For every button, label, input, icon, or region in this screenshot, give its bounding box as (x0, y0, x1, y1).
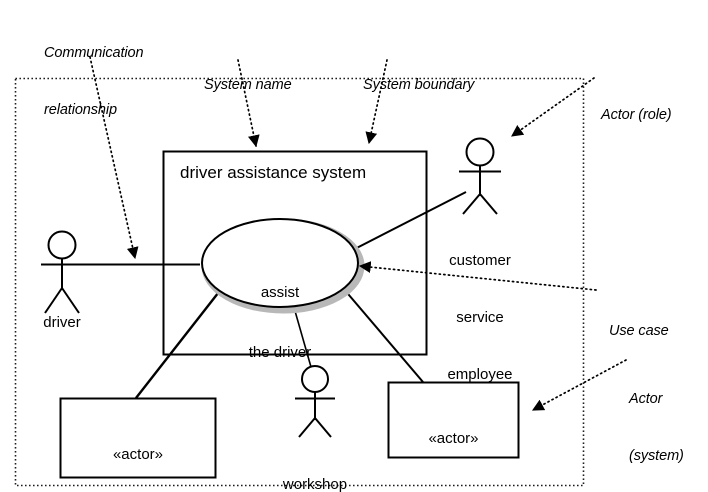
annotation-actor-system: Actor (system) (629, 352, 684, 492)
association-communication-system-usecase (135, 287, 223, 399)
actor-communication-system-stereotype: «actor» (112, 446, 164, 463)
annotation-communication-relationship-line2: relationship (44, 102, 117, 118)
association-customer-service-usecase (342, 191, 467, 256)
use-case-label: assist the driver (220, 243, 340, 403)
actor-customer-service-employee-label-line1: customer (449, 252, 511, 269)
annotation-actor-role-line1: Actor (role) (601, 107, 672, 123)
use-case-label-line1: assist (260, 284, 300, 301)
system-name-label: driver assistance system (180, 163, 367, 182)
annotation-system-name: System name (204, 38, 292, 133)
actor-information-server-stereotype: «actor» (428, 430, 479, 447)
annotation-system-name-line1: System name (204, 77, 292, 93)
actor-information-server-label: «actor» information server (389, 389, 518, 492)
actor-customer-service-employee-label: customer service employee (432, 213, 528, 422)
annotation-actor-role: Actor (role) (601, 68, 672, 163)
annotation-system-boundary: System boundary (363, 38, 474, 133)
leader-communication-relationship (89, 56, 139, 260)
annotation-communication-relationship-line1: Communication (44, 45, 144, 61)
system-boundary-frame (14, 77, 585, 487)
actor-workshop-employee-label: workshop employee (267, 437, 363, 492)
actor-driver-label: driver (43, 314, 81, 331)
actor-workshop-employee-label-line1: workshop (282, 476, 348, 492)
use-case-ellipse (201, 218, 359, 308)
leader-use-case (358, 261, 597, 291)
actor-communication-system-box (59, 397, 217, 479)
association-information-server-usecase (336, 280, 424, 383)
actor-driver-figure (41, 230, 83, 314)
leader-system-name (237, 59, 260, 148)
leader-actor-role (511, 77, 595, 137)
actor-communication-system-label: «actor» communication system (61, 405, 215, 492)
actor-workshop-employee-figure (295, 365, 335, 438)
use-case-label-line2: the driver (248, 344, 312, 361)
leader-system-boundary (365, 59, 388, 145)
annotation-actor-system-line2: (system) (629, 448, 684, 464)
actor-customer-service-employee-figure (459, 137, 501, 215)
actor-information-server-box (387, 381, 520, 459)
annotation-actor-system-line1: Actor (629, 391, 663, 407)
actor-customer-service-employee-label-line2: service (456, 309, 504, 326)
actor-customer-service-employee-label-line3: employee (447, 366, 513, 383)
leader-actor-system (531, 359, 627, 411)
annotation-system-boundary-line1: System boundary (363, 77, 475, 93)
annotation-communication-relationship: Communication relationship (44, 6, 204, 158)
annotation-use-case: Use case (609, 284, 669, 379)
annotation-use-case-line1: Use case (609, 323, 669, 339)
actor-information-server-label-line1: information (389, 489, 518, 492)
